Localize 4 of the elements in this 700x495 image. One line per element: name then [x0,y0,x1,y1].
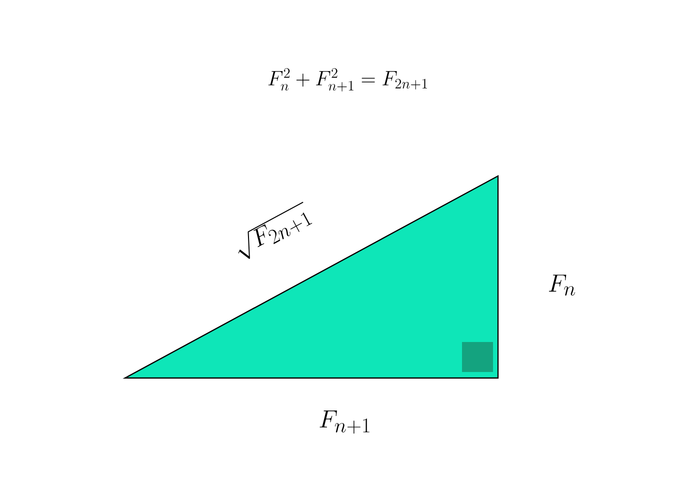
side-label: $F_n$ [548,274,576,296]
hypotenuse-label: $\sqrt{F_{2n+1}}$ [238,202,312,259]
side-label: $F_{n+1}$ [320,410,370,434]
formula: $F_n^2 + F_{n+1}^2 = F_{2n+1}$ [268,68,427,92]
